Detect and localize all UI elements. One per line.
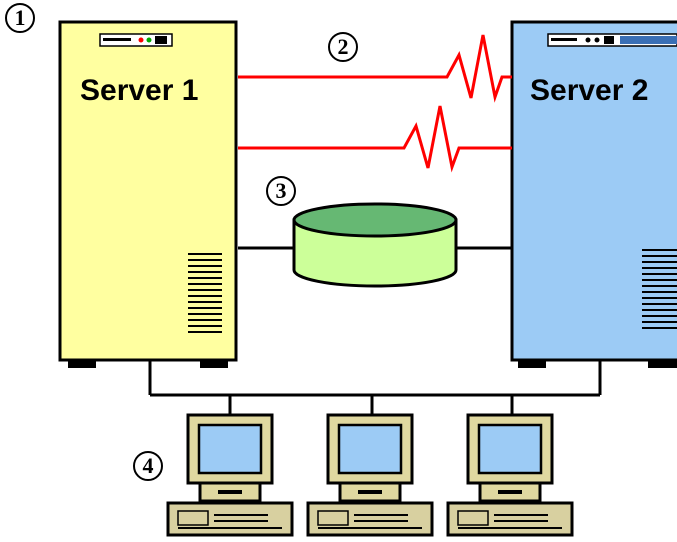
server-1-label: Server 1 [80,74,198,107]
server-1-foot-left [68,358,96,368]
workstation-1-keyboard [166,501,294,537]
callout-3-circle [266,176,296,206]
server-2-foot-right [648,358,677,368]
server-1: Server 1 [58,20,238,368]
workstation-1-screen [197,423,263,475]
workstation-2 [306,413,434,537]
callout-2: 2 [328,32,358,62]
callout-1-number: 1 [15,5,26,30]
callout-3-number: 3 [276,178,287,203]
server-2-vent-grille [642,249,677,329]
shared-disk [238,202,512,288]
shared-disk-icon [292,218,458,288]
callout-2-circle [328,32,358,62]
server-1-foot-right [200,358,228,368]
callout-2-number: 2 [338,34,349,59]
callout-1: 1 [5,3,35,33]
heartbeat-link-top [238,34,512,103]
server-2-foot-left [518,358,546,368]
shared-disk-top [292,202,458,238]
server-2-label: Server 2 [530,74,648,107]
workstation-1 [166,413,294,537]
callout-4-circle [133,451,163,481]
callout-4-number: 4 [143,453,154,478]
server-2: Server 2 [510,20,677,368]
server-1-vent-grille [188,253,222,333]
workstation-2-screen [337,423,403,475]
workstation-3-screen [477,423,543,475]
callout-3: 3 [266,176,296,206]
server-1-drive-bay [99,33,173,47]
workstation-2-keyboard [306,501,434,537]
heartbeat-link-bottom [238,105,512,173]
workstation-3-keyboard [446,501,574,537]
workstation-3 [446,413,574,537]
server-1-tower-icon [58,20,238,362]
callout-4: 4 [133,451,163,481]
callout-1-circle [5,3,35,33]
heartbeat-links [238,34,512,173]
network-cabling [148,360,602,415]
